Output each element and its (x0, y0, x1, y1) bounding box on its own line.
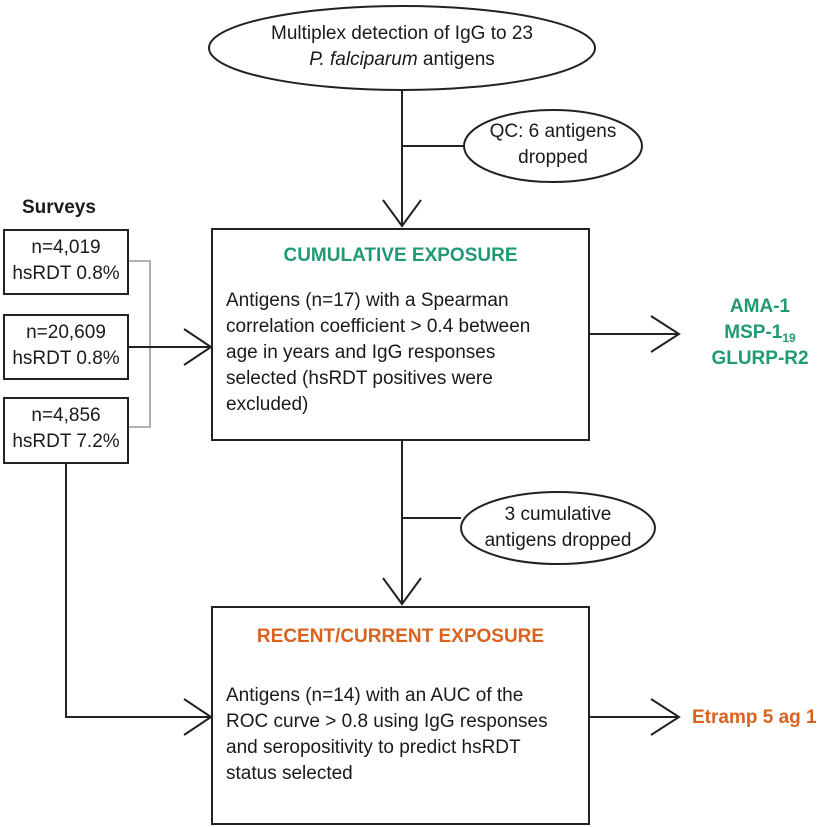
recent-line-3: and seropositivity to predict hsRDT (226, 737, 521, 758)
recent-title: RECENT/CURRENT EXPOSURE (256, 626, 545, 647)
recent-line-4: status selected (226, 763, 353, 784)
cumulative-outputs: AMA-1 MSP-119 GLURP-R2 (690, 294, 830, 372)
output-glurp: GLURP-R2 (711, 348, 809, 369)
survey-3-hsrdt: hsRDT 7.2% (12, 431, 120, 452)
recent-body: Antigens (n=14) with an AUC of the ROC c… (226, 683, 586, 787)
recent-line-2: ROC curve > 0.8 using IgG responses (226, 711, 548, 732)
cumulative-line-2: correlation coefficient > 0.4 between (226, 316, 531, 337)
cumulative-line-3: age in years and IgG responses (226, 342, 496, 363)
output-ama1: AMA-1 (729, 296, 791, 317)
cumulative-title: CUMULATIVE EXPOSURE (283, 245, 518, 266)
qc-line2: dropped (518, 147, 588, 168)
survey-box-3 (3, 397, 129, 464)
surveys-title: Surveys (22, 197, 96, 218)
top-ellipse-line1: Multiplex detection of IgG to 23 (271, 23, 533, 44)
species-name: P. falciparum (309, 49, 418, 70)
recent-line-1: Antigens (n=14) with an AUC of the (226, 685, 524, 706)
survey-1-n: n=4,019 (31, 237, 101, 258)
survey-box-2 (3, 314, 129, 380)
arrowhead-top (382, 199, 422, 228)
cumulative-line-5: excluded) (226, 394, 309, 415)
dropped-line1: 3 cumulative (504, 504, 612, 525)
survey-1-text: n=4,019 hsRDT 0.8% (3, 235, 129, 287)
surveys-bracket (128, 260, 151, 428)
dropped-ellipse-text: 3 cumulative antigens dropped (462, 502, 654, 554)
qc-ellipse-text: QC: 6 antigens dropped (468, 119, 638, 171)
top-ellipse-text: Multiplex detection of IgG to 23 P. falc… (212, 21, 592, 73)
top-ellipse-line2: P. falciparum antigens (212, 47, 592, 73)
cumulative-body: Antigens (n=17) with a Spearman correlat… (226, 288, 586, 418)
output-msp1-subscript: 19 (782, 331, 796, 345)
output-msp1: MSP-119 (690, 320, 830, 346)
survey-3-n: n=4,856 (31, 405, 101, 426)
top-ellipse-line2-rest: antigens (417, 49, 495, 70)
arrow-survey3-to-recent (65, 464, 211, 718)
survey-2-n: n=20,609 (26, 322, 106, 343)
output-msp1-label: MSP-1 (724, 322, 783, 343)
survey-2-hsrdt: hsRDT 0.8% (12, 348, 120, 369)
cumulative-line-1: Antigens (n=17) with a Spearman (226, 290, 509, 311)
arrowhead-recent-output (650, 698, 681, 736)
survey-3-text: n=4,856 hsRDT 7.2% (3, 403, 129, 455)
cumulative-box (211, 228, 590, 441)
arrowhead-cumulative-output (650, 315, 681, 353)
dropped-line2: antigens dropped (484, 530, 632, 551)
cumulative-line-4: selected (hsRDT positives were (226, 368, 493, 389)
recent-output: Etramp 5 ag 1 (692, 707, 817, 728)
survey-box-1 (3, 229, 129, 295)
dropped-ellipse-shape (460, 491, 656, 565)
arrowhead-recent (382, 577, 422, 606)
recent-box (211, 606, 590, 825)
survey-1-hsrdt: hsRDT 0.8% (12, 263, 120, 284)
survey-2-text: n=20,609 hsRDT 0.8% (3, 320, 129, 372)
qc-line1: QC: 6 antigens (489, 121, 617, 142)
